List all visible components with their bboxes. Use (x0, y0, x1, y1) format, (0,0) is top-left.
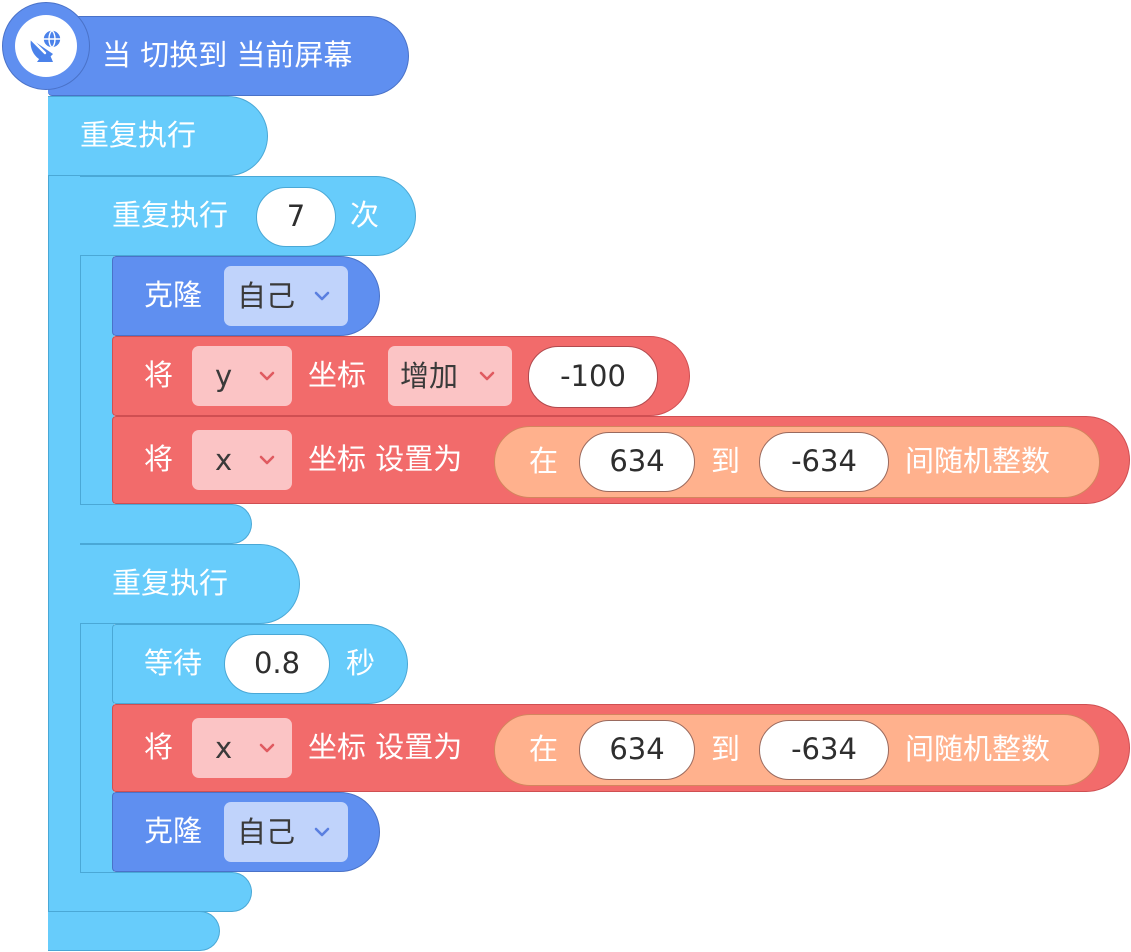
chevron-down-icon (259, 455, 275, 465)
repeat-count-value: 7 (286, 199, 306, 233)
repeat-foot[interactable] (80, 504, 252, 544)
random-to-input[interactable]: -634 (759, 432, 889, 492)
wait-block[interactable]: 等待 0.8 秒 (112, 624, 408, 704)
clone-block-2[interactable]: 克隆 自己 (112, 792, 380, 872)
hat-block[interactable]: 当 切换到 当前屏幕 (48, 16, 409, 96)
clone-block-1[interactable]: 克隆 自己 (112, 256, 380, 336)
chevron-down-icon (259, 743, 275, 753)
random-from-value: 634 (609, 444, 665, 478)
random-label-pre: 在 (529, 444, 559, 478)
wait-seconds-value: 0.8 (253, 646, 301, 680)
change-y-label-pre: 将 (144, 358, 174, 392)
clone-target-value: 自己 (237, 815, 296, 849)
change-y-value-input[interactable]: -100 (528, 346, 658, 408)
random-from-input[interactable]: 634 (579, 720, 695, 780)
axis-dropdown-value: x (215, 443, 233, 477)
chevron-down-icon (479, 371, 495, 381)
wait-label-post: 秒 (346, 646, 376, 680)
wait-label-pre: 等待 (144, 646, 203, 680)
change-y-block[interactable]: 将 y 坐标 增加 -100 (112, 336, 690, 416)
forever-outer-header[interactable]: 重复执行 (48, 96, 268, 176)
clone-label: 克隆 (144, 814, 203, 848)
forever-inner-foot[interactable] (80, 872, 252, 912)
random-to-input[interactable]: -634 (759, 720, 889, 780)
random-label-post: 间随机整数 (905, 444, 1051, 478)
forever-inner-header[interactable]: 重复执行 (80, 544, 300, 624)
operation-dropdown-value: 增加 (400, 359, 459, 393)
chevron-down-icon (314, 827, 330, 837)
repeat-label-post: 次 (350, 198, 380, 232)
change-y-label-mid: 坐标 (308, 358, 367, 392)
random-label-pre: 在 (529, 732, 559, 766)
axis-dropdown-y[interactable]: y (192, 346, 292, 406)
random-to-value: -634 (791, 444, 857, 478)
clone-target-dropdown[interactable]: 自己 (224, 266, 348, 326)
repeat-count-input[interactable]: 7 (256, 187, 336, 247)
clone-target-value: 自己 (237, 279, 296, 313)
random-label-mid: 到 (711, 732, 741, 766)
set-x-label-mid: 坐标 设置为 (308, 442, 463, 476)
axis-dropdown-value: x (215, 731, 233, 765)
set-x-block-1[interactable]: 将 x 坐标 设置为 在 634 到 -634 间随机整数 (112, 416, 1130, 504)
wait-seconds-input[interactable]: 0.8 (224, 634, 330, 694)
axis-dropdown-x[interactable]: x (192, 430, 292, 490)
random-int-reporter[interactable]: 在 634 到 -634 间随机整数 (494, 426, 1100, 498)
forever-outer-spine[interactable] (48, 96, 82, 951)
random-from-value: 634 (609, 732, 665, 766)
hat-icon-badge (15, 15, 77, 77)
random-label-mid: 到 (711, 444, 741, 478)
clone-target-dropdown[interactable]: 自己 (224, 802, 348, 862)
chevron-down-icon (314, 291, 330, 301)
forever-outer-foot[interactable] (48, 911, 220, 951)
forever-outer-label: 重复执行 (80, 118, 197, 152)
set-x-label-pre: 将 (144, 442, 174, 476)
repeat-label-pre: 重复执行 (112, 198, 229, 232)
set-x-block-2[interactable]: 将 x 坐标 设置为 在 634 到 -634 间随机整数 (112, 704, 1130, 792)
set-x-label-pre: 将 (144, 730, 174, 764)
forever-inner-label: 重复执行 (112, 566, 229, 600)
hat-label: 当 切换到 当前屏幕 (102, 38, 353, 72)
random-from-input[interactable]: 634 (579, 432, 695, 492)
change-y-value: -100 (560, 359, 626, 393)
satellite-dish-icon (29, 29, 62, 62)
chevron-down-icon (259, 371, 275, 381)
clone-label: 克隆 (144, 278, 203, 312)
repeat-header[interactable]: 重复执行 7 次 (80, 176, 416, 256)
set-x-label-mid: 坐标 设置为 (308, 730, 463, 764)
operation-dropdown[interactable]: 增加 (388, 346, 512, 406)
axis-dropdown-x[interactable]: x (192, 718, 292, 778)
random-int-reporter[interactable]: 在 634 到 -634 间随机整数 (494, 714, 1100, 786)
random-label-post: 间随机整数 (905, 732, 1051, 766)
axis-dropdown-value: y (215, 359, 233, 393)
random-to-value: -634 (791, 732, 857, 766)
